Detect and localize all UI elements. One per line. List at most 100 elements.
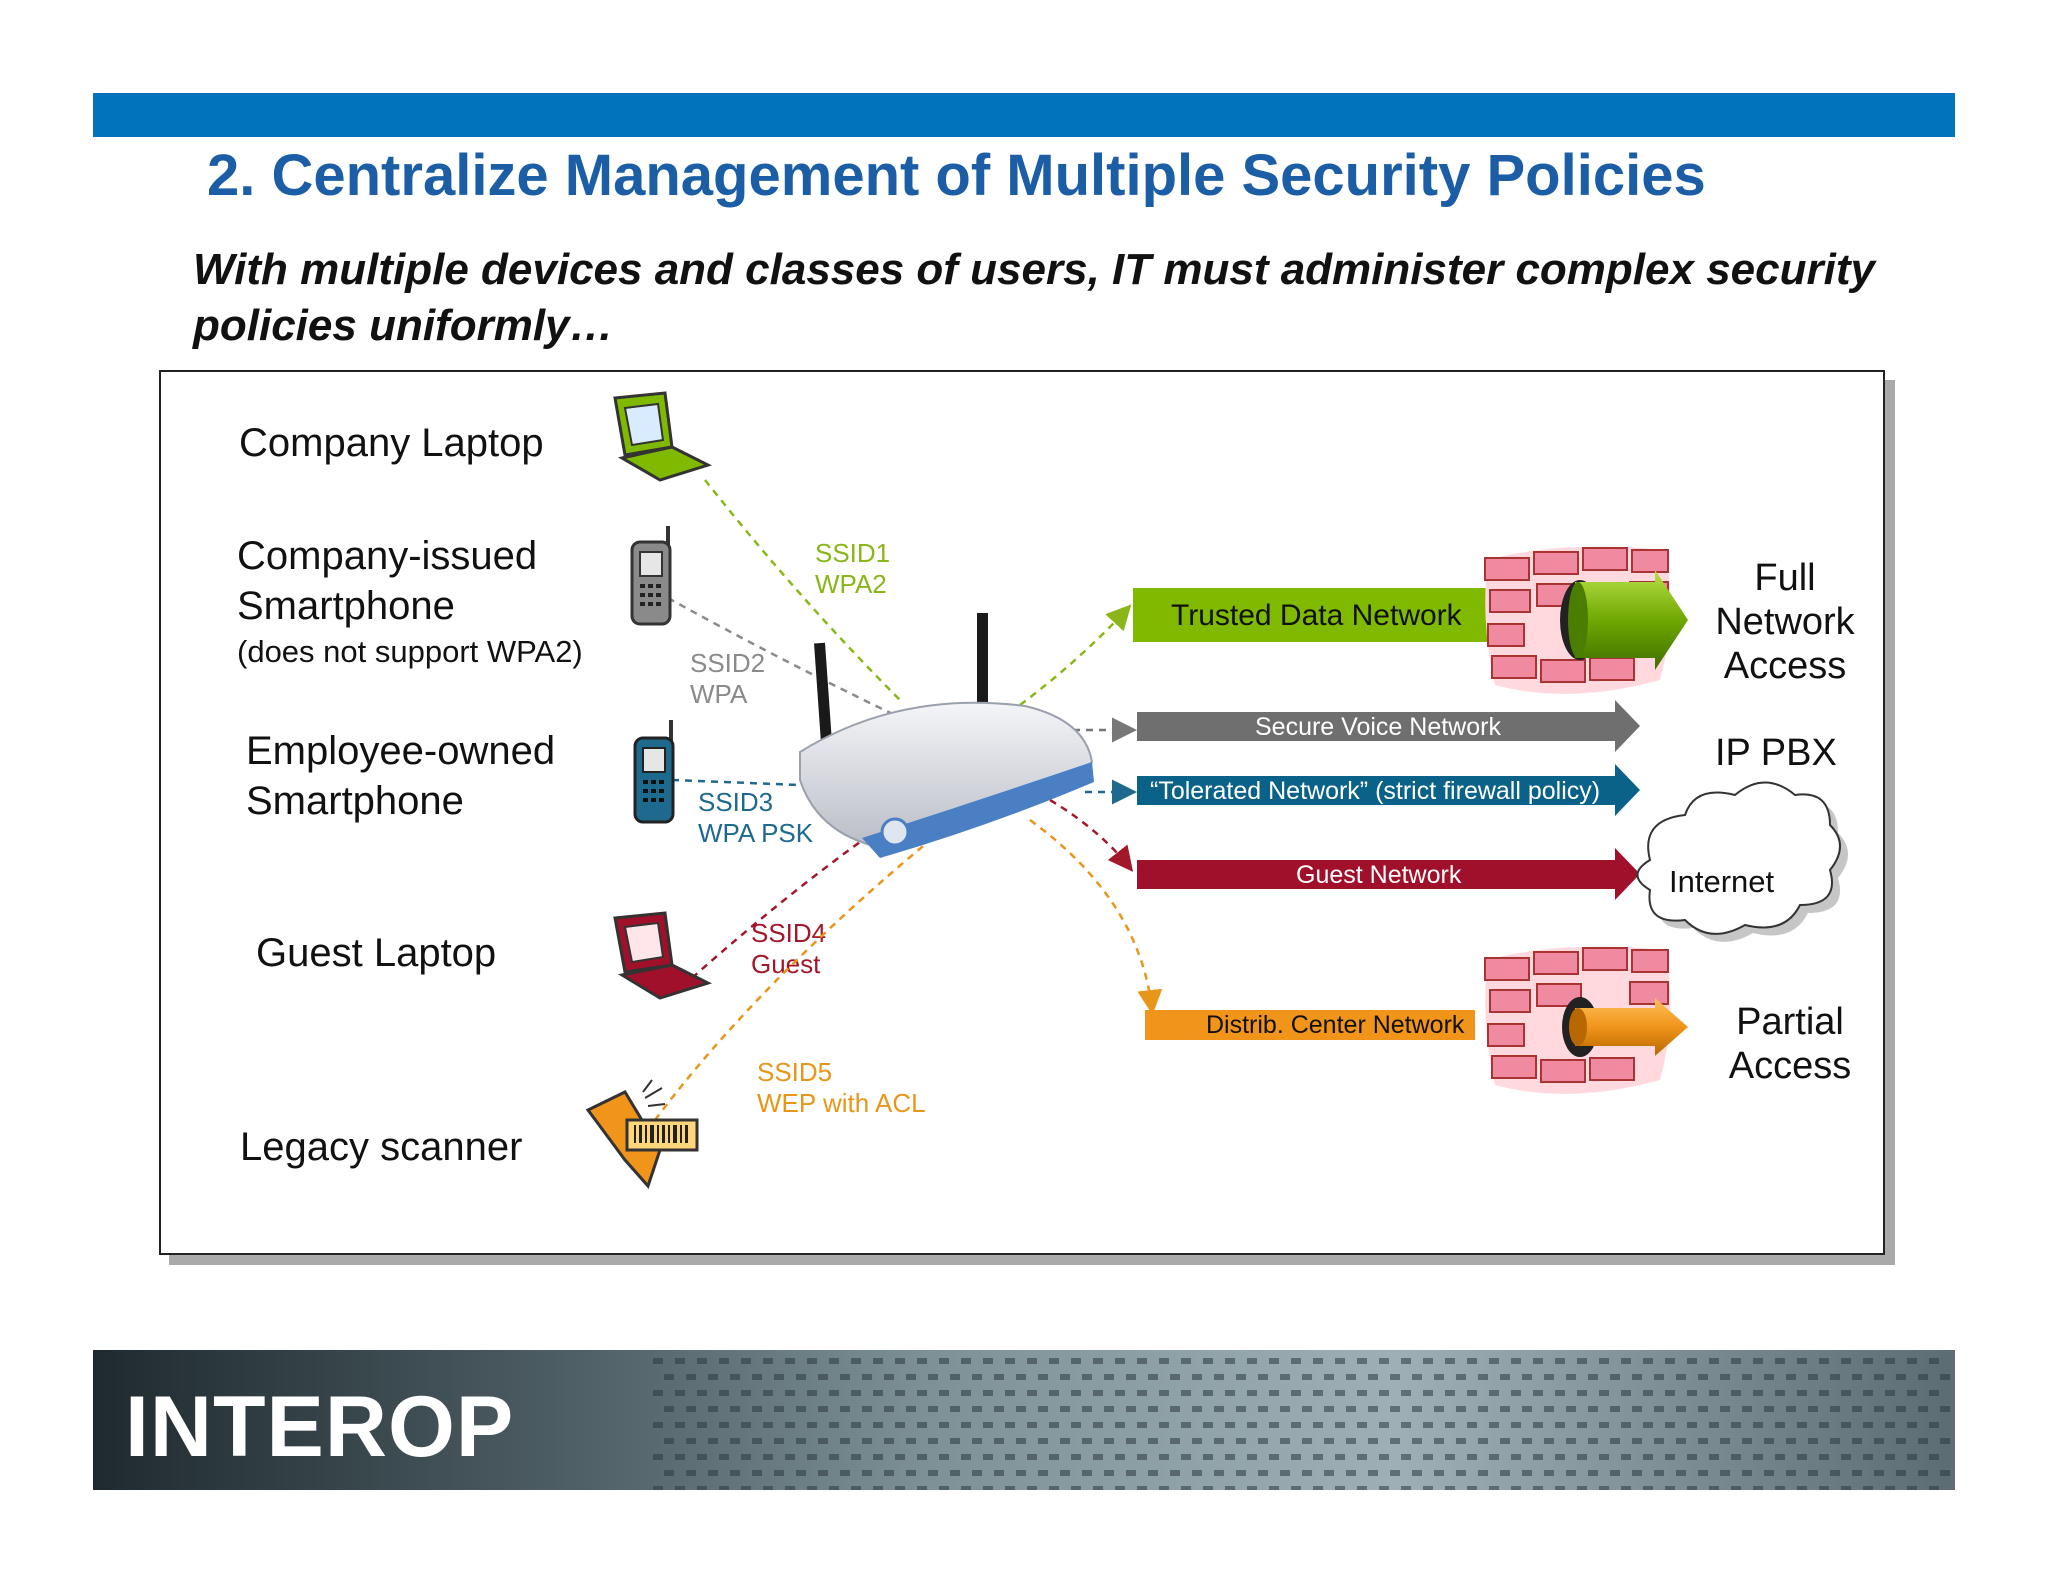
grille-hole: [1357, 1390, 1367, 1396]
grille-hole: [1874, 1470, 1884, 1476]
grille-hole: [895, 1390, 905, 1396]
grille-hole: [1093, 1390, 1103, 1396]
grille-hole: [708, 1470, 718, 1476]
grille-hole: [917, 1390, 927, 1396]
grille-hole: [1764, 1406, 1774, 1412]
grille-hole: [1269, 1390, 1279, 1396]
grille-hole: [708, 1374, 718, 1380]
grille-hole: [1423, 1454, 1433, 1460]
grille-hole: [1258, 1374, 1268, 1380]
grille-hole: [1599, 1390, 1609, 1396]
grille-hole: [1621, 1454, 1631, 1460]
grille-hole: [1357, 1454, 1367, 1460]
grille-hole: [1280, 1470, 1290, 1476]
grille-hole: [1610, 1374, 1620, 1380]
grille-hole: [961, 1486, 971, 1490]
grille-hole: [1720, 1470, 1730, 1476]
grille-hole: [873, 1422, 883, 1428]
grille-hole: [818, 1374, 828, 1380]
grille-hole: [1159, 1422, 1169, 1428]
ssid5-label: SSID5 WEP with ACL: [757, 1057, 926, 1119]
grille-hole: [1049, 1358, 1059, 1364]
grille-hole: [1500, 1406, 1510, 1412]
grille-hole: [1753, 1422, 1763, 1428]
link-ssid1: [704, 479, 901, 701]
trusted-network-label: Trusted Data Network: [1171, 599, 1462, 632]
laptop-icon-guest: [613, 911, 712, 1000]
grille-hole: [1775, 1454, 1785, 1460]
grille-hole: [675, 1390, 685, 1396]
ssid3-label: SSID3 WPA PSK: [698, 787, 813, 849]
grille-hole: [1181, 1422, 1191, 1428]
grille-hole: [1775, 1358, 1785, 1364]
grille-hole: [774, 1438, 784, 1444]
grille-hole: [1654, 1406, 1664, 1412]
grille-hole: [1929, 1486, 1939, 1490]
grille-hole: [1027, 1358, 1037, 1364]
grille-hole: [1071, 1390, 1081, 1396]
grille-hole: [1324, 1374, 1334, 1380]
grille-hole: [1335, 1486, 1345, 1490]
grille-hole: [719, 1358, 729, 1364]
grille-hole: [1401, 1390, 1411, 1396]
grille-hole: [807, 1486, 817, 1490]
grille-hole: [1511, 1454, 1521, 1460]
grille-hole: [1610, 1438, 1620, 1444]
grille-hole: [1654, 1438, 1664, 1444]
grille-hole: [1192, 1470, 1202, 1476]
grille-hole: [1885, 1454, 1895, 1460]
full-access-line3: Access: [1723, 645, 1847, 687]
grille-hole: [752, 1470, 762, 1476]
grille-hole: [1423, 1358, 1433, 1364]
distrib-network-arrow: [1145, 1010, 1475, 1040]
grille-hole: [1544, 1406, 1554, 1412]
grille-hole: [906, 1470, 916, 1476]
grille-hole: [1456, 1438, 1466, 1444]
grille-hole: [1852, 1438, 1862, 1444]
grille-hole: [1280, 1438, 1290, 1444]
grille-hole: [1445, 1454, 1455, 1460]
grille-hole: [1896, 1438, 1906, 1444]
grille-hole: [1577, 1486, 1587, 1490]
grille-hole: [1456, 1374, 1466, 1380]
grille-hole: [1148, 1470, 1158, 1476]
grille-hole: [851, 1422, 861, 1428]
grille-hole: [1324, 1438, 1334, 1444]
grille-hole: [1533, 1358, 1543, 1364]
grille-hole: [1841, 1390, 1851, 1396]
grille-hole: [1137, 1390, 1147, 1396]
grille-hole: [939, 1358, 949, 1364]
grille-hole: [1170, 1374, 1180, 1380]
grille-hole: [1742, 1470, 1752, 1476]
grille-hole: [1038, 1406, 1048, 1412]
grille-hole: [1511, 1390, 1521, 1396]
grille-hole: [1445, 1422, 1455, 1428]
grille-hole: [1027, 1486, 1037, 1490]
grille-hole: [675, 1486, 685, 1490]
grille-hole: [1049, 1454, 1059, 1460]
grille-hole: [1907, 1422, 1917, 1428]
grille-hole: [1159, 1486, 1169, 1490]
grille-hole: [686, 1438, 696, 1444]
grille-hole: [1159, 1358, 1169, 1364]
grille-hole: [895, 1454, 905, 1460]
guest-network-arrow: [1137, 848, 1640, 900]
grille-hole: [1313, 1422, 1323, 1428]
grille-hole: [1753, 1454, 1763, 1460]
grille-hole: [1412, 1374, 1422, 1380]
grille-hole: [1643, 1486, 1653, 1490]
grille-hole: [774, 1406, 784, 1412]
grille-hole: [1203, 1454, 1213, 1460]
grille-hole: [719, 1390, 729, 1396]
grille-hole: [1115, 1358, 1125, 1364]
grille-hole: [1269, 1422, 1279, 1428]
grille-hole: [1918, 1470, 1928, 1476]
grille-hole: [1830, 1470, 1840, 1476]
grille-hole: [675, 1422, 685, 1428]
grille-hole: [741, 1454, 751, 1460]
grille-hole: [1038, 1470, 1048, 1476]
grille-hole: [1060, 1374, 1070, 1380]
grille-hole: [1137, 1422, 1147, 1428]
grille-hole: [1291, 1422, 1301, 1428]
grille-hole: [1335, 1454, 1345, 1460]
